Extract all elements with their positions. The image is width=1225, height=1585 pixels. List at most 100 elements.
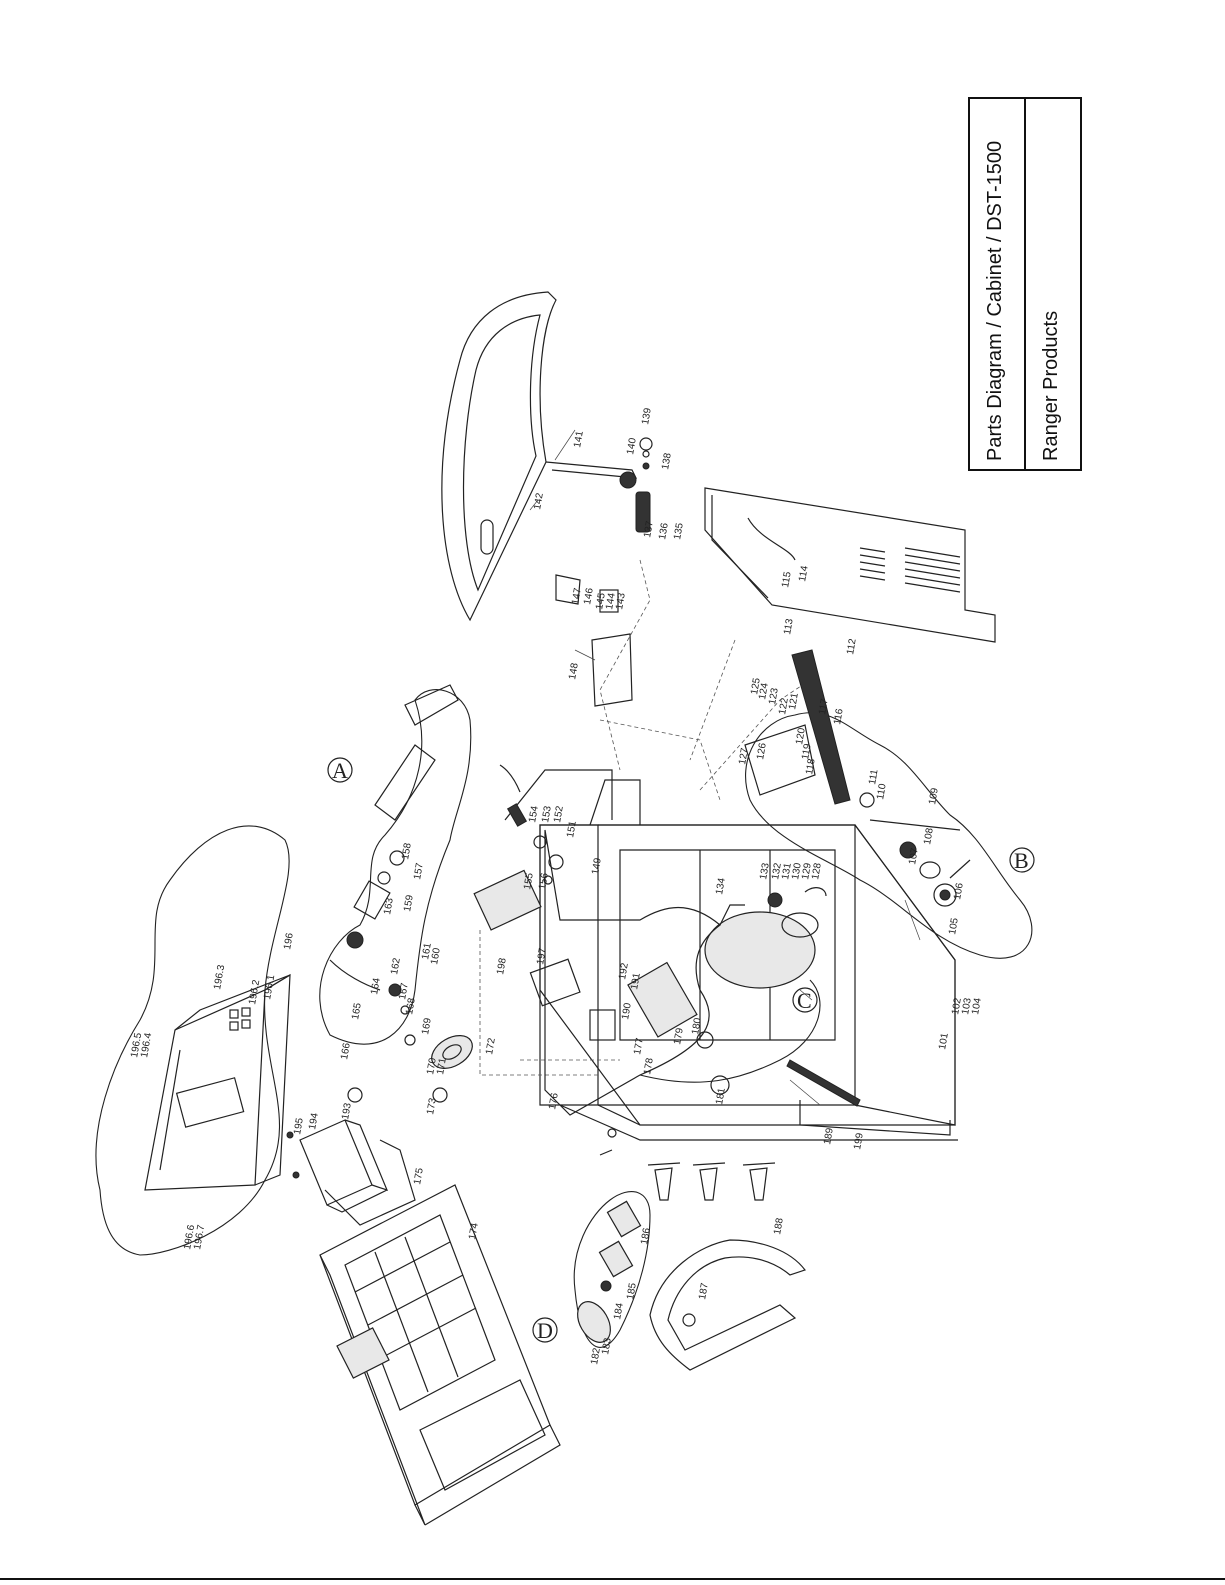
part-label: 180 [690,1017,704,1036]
subassembly-d [573,1191,651,1348]
part-label: 124 [757,682,771,701]
part-label: 156 [537,872,551,891]
part-label: 161 [420,942,434,961]
upper-bracket [504,769,641,826]
part-label: 164 [369,977,383,996]
assembly-guide-lines [479,559,811,1076]
part-label: 176 [547,1092,561,1111]
part-label: 183 [600,1337,614,1356]
part-label: 120 [794,727,808,746]
part-label: 152 [552,805,566,824]
part-label: 155 [522,872,536,891]
part-label: 101 [937,1032,951,1051]
part-label: 196.6 [182,1224,197,1251]
footer-rule [0,1578,1225,1580]
part-label: 196.5 [129,1032,144,1059]
part-label: 115 [780,570,794,588]
part-label: 111 [867,768,881,785]
part-label: 162 [389,957,403,976]
part-label: 153 [540,805,554,824]
part-label: 149 [590,857,604,876]
accessory-tray [319,1184,561,1526]
part-label: 189 [822,1127,836,1146]
marker-d: D [537,1318,553,1343]
part-label: 197 [535,947,549,966]
part-label: 170 [425,1057,439,1076]
part-label: 185 [625,1282,639,1301]
part-label: 114 [797,564,811,582]
part-label: 140 [625,437,639,456]
part-label: 163 [382,897,396,916]
part-label: 195 [292,1117,306,1136]
part-label: 191 [629,972,643,991]
part-label: 165 [350,1002,364,1021]
part-label: 172 [484,1037,498,1056]
part-label: 148 [567,662,581,681]
part-label: 137 [642,520,656,539]
part-label: 145 [594,592,608,611]
part-label: 196.3 [212,964,227,991]
part-label: 173 [425,1097,439,1116]
part-label: 132 [770,862,784,881]
subassembly-a [319,684,472,1046]
part-label: 104 [970,997,984,1016]
part-label: 198 [495,957,509,976]
part-label: 147 [570,587,584,606]
part-label: 130 [790,862,804,881]
part-label: 158 [400,842,414,861]
caliper-187 [649,1239,806,1371]
part-label: 133 [758,862,772,881]
part-label: 107 [907,847,921,866]
leader-lines [529,429,921,1106]
part-label: 167 [397,982,411,1001]
part-label: 108 [922,827,936,846]
part-label: 196 [282,932,296,951]
pulley [431,1035,473,1103]
part-label: 106 [952,882,966,901]
part-label: 131 [780,862,794,881]
part-label: 129 [800,862,814,881]
company-name: Ranger Products [1040,310,1062,461]
cabinet-body [539,824,958,1141]
part-label: 196.1 [262,974,277,1001]
cones-188 [647,1162,776,1201]
part-label: 190 [620,1002,634,1021]
part-label: 178 [642,1057,656,1076]
hub-parts [933,859,971,907]
part-label: 192 [617,962,631,981]
part-label: 141 [572,430,586,449]
part-label: 187 [697,1282,711,1301]
part-label: 110 [875,782,889,800]
part-label: 109 [927,787,941,806]
hood-hinge-bracket [555,574,633,707]
part-label: 154 [527,805,541,824]
part-label: 122 [777,697,791,716]
part-label: 136 [657,522,671,541]
part-label: 112 [845,637,859,655]
part-label: 179 [672,1027,686,1046]
part-label: 175 [412,1167,426,1186]
part-label: 118 [804,757,818,775]
display-column [286,1087,416,1226]
part-label: 196.4 [139,1032,154,1059]
side-panel [704,487,996,643]
part-label: 127 [737,747,751,766]
part-label: 146 [582,587,596,606]
title-block: Parts Diagram / Cabinet / DST-1500 Range… [968,97,1082,471]
part-label: 134 [714,877,728,896]
part-label: 116 [832,707,846,725]
part-label: 160 [429,947,443,966]
part-label: 151 [565,820,579,839]
part-label: 121 [787,692,801,711]
part-label: 126 [755,742,769,761]
part-label: 142 [532,492,546,511]
part-label: 123 [767,687,781,706]
part-label: 144 [604,592,618,611]
part-number-callouts: 1011021031041051061071081091101111121131… [129,407,984,1366]
part-label: 182 [589,1347,603,1366]
part-label: 168 [404,997,418,1016]
part-label: 169 [420,1017,434,1036]
display-console-196 [95,825,291,1256]
marker-c: C [797,988,812,1013]
part-label: 186 [639,1227,653,1246]
